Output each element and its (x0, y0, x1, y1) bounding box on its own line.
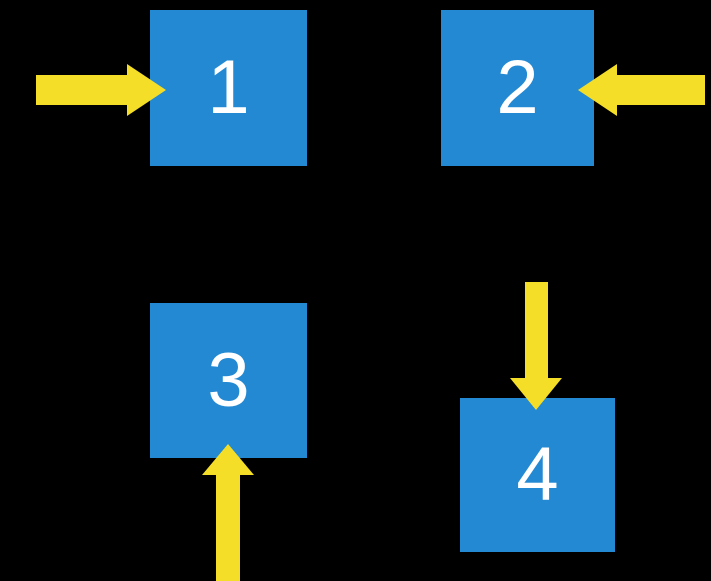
node-box-2[interactable]: 2 (441, 10, 594, 166)
arrow-right-icon[interactable] (36, 64, 166, 116)
arrow-left-icon[interactable] (578, 64, 705, 116)
node-box-3[interactable]: 3 (150, 303, 307, 458)
node-label-3: 3 (207, 337, 250, 423)
arrow-down-icon[interactable] (510, 282, 562, 410)
node-box-1[interactable]: 1 (150, 10, 307, 166)
node-label-1: 1 (207, 45, 250, 130)
node-label-2: 2 (496, 45, 539, 130)
arrow-up-icon[interactable] (202, 444, 254, 581)
node-box-4[interactable]: 4 (460, 398, 615, 552)
node-label-4: 4 (516, 432, 559, 517)
